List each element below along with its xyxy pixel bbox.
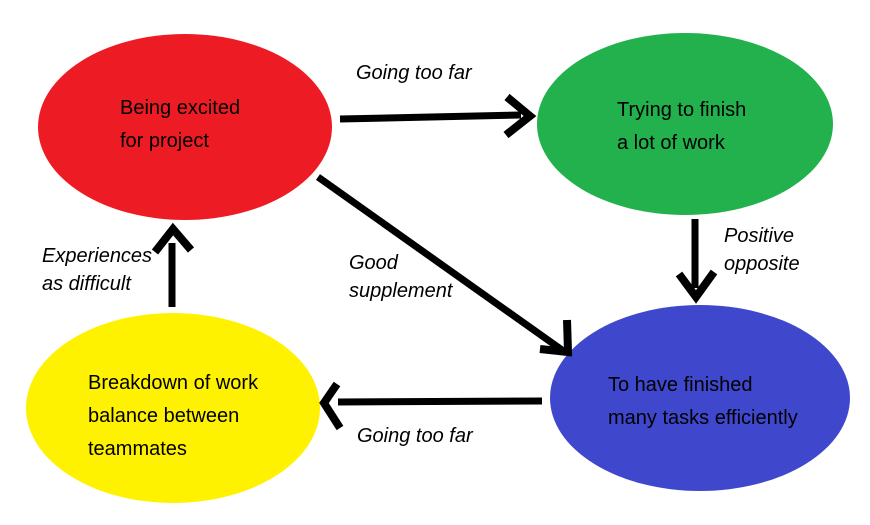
node-trying-ellipse — [537, 33, 833, 215]
edge-label-good-supplement-line2: supplement — [349, 280, 453, 302]
arrow-excited-to-finished — [315, 174, 573, 357]
node-breakdown-label-line2: balance between — [88, 405, 240, 427]
node-excited-label-line1: Being excited — [120, 97, 241, 119]
edge-label-experiences-line2: as difficult — [42, 273, 131, 295]
node-trying-label-line1: Trying to finish — [617, 99, 747, 121]
arrow-excited-to-trying — [339, 93, 537, 139]
node-excited-label-line2: for project — [120, 130, 209, 152]
node-finished-label: To have finished many tasks efficiently — [608, 369, 798, 435]
node-finished-ellipse — [550, 305, 850, 491]
edge-label-good-supplement: Good supplement — [349, 249, 452, 305]
node-trying-label: Trying to finish a lot of work — [617, 94, 746, 160]
edge-label-positive-opposite-line1: Positive — [724, 225, 795, 247]
node-excited-label: Being excited for project — [120, 92, 240, 158]
edge-label-good-supplement-line1: Good — [349, 252, 398, 274]
edge-label-going-too-far-bottom: Going too far — [357, 425, 473, 447]
node-breakdown-label-line1: Breakdown of work — [88, 372, 259, 394]
node-finished-label-line1: To have finished — [608, 374, 753, 396]
edge-label-experiences-line1: Experiences — [42, 245, 153, 267]
node-breakdown-label-line3: teammates — [88, 438, 187, 460]
edge-label-positive-opposite-line2: opposite — [724, 253, 800, 275]
arrow-trying-to-finished — [675, 219, 718, 304]
node-excited-ellipse — [38, 34, 332, 220]
node-breakdown-label: Breakdown of work balance between teamma… — [88, 367, 258, 466]
node-finished-label-line2: many tasks efficiently — [608, 407, 798, 429]
edge-label-going-too-far-top: Going too far — [356, 62, 472, 84]
node-breakdown-ellipse — [26, 313, 320, 503]
edge-label-experiences-as-difficult: Experiences as difficult — [42, 242, 152, 298]
arrow-finished-to-breakdown — [319, 381, 543, 431]
edge-label-positive-opposite: Positive opposite — [724, 222, 800, 278]
node-trying-label-line2: a lot of work — [617, 132, 725, 154]
arrow-breakdown-to-excited — [151, 222, 195, 307]
